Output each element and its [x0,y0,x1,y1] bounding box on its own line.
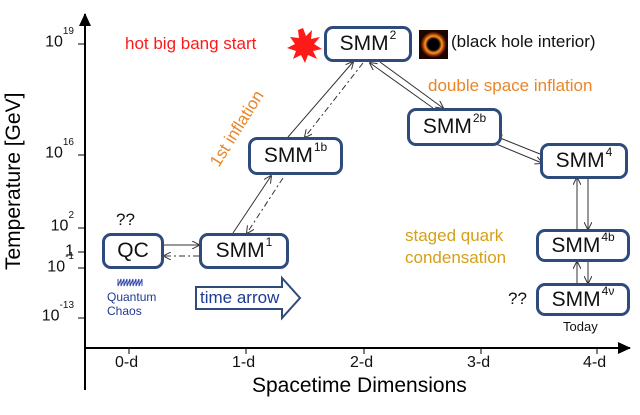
y-tick-label: 1 [65,242,74,260]
node-qc: QC [102,233,164,269]
x-tick-label: 1-d [232,354,256,371]
smm1b-to-smm1-arrow [247,177,284,233]
y-tick-label: 1016 [45,137,74,162]
hot-big-bang-label: hot big bang start [125,34,257,53]
smm4v-question-label: ?? [508,289,527,308]
explosion-icon [287,28,322,63]
black-hole-image [419,30,448,59]
quantum-chaos-label: Quantum Chaos [107,290,157,318]
smm1-to-smm1b-arrow [232,176,271,234]
today-label: Today [563,319,598,334]
x-tick-label: 4-d [583,354,607,371]
y-tick-label: 10-13 [41,300,74,325]
connections [164,62,588,283]
smm2b-to-smm2-arrow [370,63,434,109]
quantum-chaos-wave-icon [117,278,143,287]
x-tick-label: 2-d [350,354,374,371]
x-tick-label: 0-d [115,354,139,371]
qc-question-label: ?? [116,210,135,229]
smm2-to-smm2b-arrow [379,61,443,108]
smm4-to-smm2b-arrow [495,136,541,155]
time-arrow-shape [195,275,302,321]
smm2-to-smm1b-arrow [305,62,364,137]
y-tick-label: 10-1 [47,251,74,276]
x-axis-title: Spacetime Dimensions [252,374,467,397]
y-tick-label: 102 [50,210,74,235]
y-tick-marks [78,43,85,319]
time-arrow-label: time arrow [200,288,280,307]
x-tick-label: 3-d [467,354,491,371]
double-inflation-label: double space inflation [428,76,593,95]
smm1b-to-smm2-arrow [287,62,353,138]
black-hole-label: (black hole interior) [451,32,596,51]
x-tick-marks [128,348,598,354]
staged-quark-label: staged quark condensation [405,226,507,267]
y-tick-label: 1019 [45,26,74,51]
